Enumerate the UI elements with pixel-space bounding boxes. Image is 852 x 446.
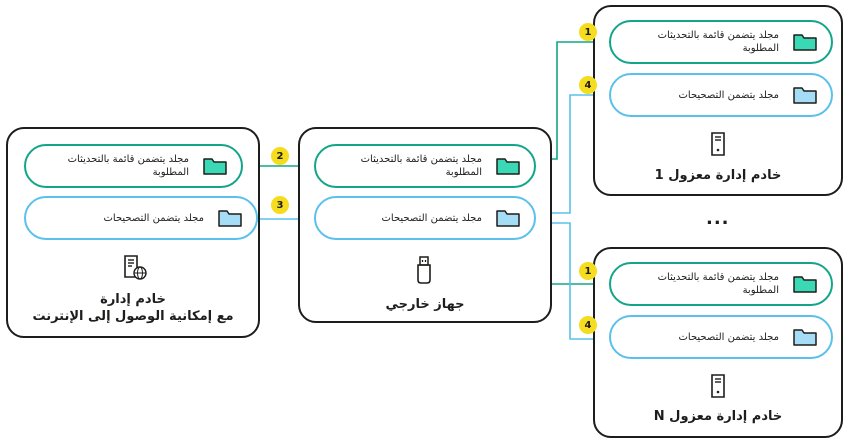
patch-folder-label: مجلد يتضمن التصحيحات xyxy=(678,331,780,343)
update-folder-label: مجلد يتضمن قائمة بالتحديثات المطلوبة xyxy=(657,30,779,54)
server-icon xyxy=(711,132,725,156)
folder-icon xyxy=(218,210,242,227)
internet-server-patch-folder[interactable]: مجلد يتضمن التصحيحات xyxy=(24,196,258,240)
step-badge-1-server1: 1 xyxy=(579,23,597,41)
external-device-update-folder[interactable]: مجلد يتضمن قائمة بالتحديثات المطلوبة xyxy=(314,144,536,188)
internet-server-update-folder[interactable]: مجلد يتضمن قائمة بالتحديثات المطلوبة xyxy=(24,144,243,188)
isolated-server-n-update-folder[interactable]: مجلد يتضمن قائمة بالتحديثات المطلوبة xyxy=(609,262,833,306)
patch-folder-label: مجلد يتضمن التصحيحات xyxy=(103,212,205,224)
folder-icon xyxy=(496,158,520,175)
update-folder-label: مجلد يتضمن قائمة بالتحديثات المطلوبة xyxy=(67,154,189,178)
folder-icon xyxy=(203,158,227,175)
step-badge-1-servern: 1 xyxy=(579,262,597,280)
isolated-server-1-title: خادم إدارة معزول 1 xyxy=(654,168,782,183)
step-badge-4-server1: 4 xyxy=(579,76,597,94)
patch-folder-label: مجلد يتضمن التصحيحات xyxy=(678,89,780,101)
internet-server-title-line1: خادم إدارة xyxy=(100,292,166,307)
step-badge-2: 2 xyxy=(271,147,289,165)
step-badge-3: 3 xyxy=(271,196,289,214)
isolated-server-n-title: خادم إدارة معزول N xyxy=(653,409,783,424)
server-globe-icon xyxy=(124,255,147,280)
folder-icon xyxy=(496,210,520,227)
update-folder-label: مجلد يتضمن قائمة بالتحديثات المطلوبة xyxy=(360,154,482,178)
step-badge-4-servern: 4 xyxy=(579,316,597,334)
patch-folder-label: مجلد يتضمن التصحيحات xyxy=(381,212,483,224)
update-folder-label: مجلد يتضمن قائمة بالتحديثات المطلوبة xyxy=(657,272,779,296)
external-device-title: جهاز خارجي xyxy=(385,297,465,312)
arrow-step-4-server1 xyxy=(538,91,609,214)
internet-server-title: خادم إدارة مع إمكانية الوصول إلى الإنترن… xyxy=(6,291,260,325)
arrow-step-4-servern xyxy=(538,222,609,343)
ellipsis: ... xyxy=(706,208,730,229)
folder-icon xyxy=(793,329,817,346)
folder-icon xyxy=(793,276,817,293)
isolated-server-1-update-folder[interactable]: مجلد يتضمن قائمة بالتحديثات المطلوبة xyxy=(609,20,833,64)
folder-icon xyxy=(793,34,817,51)
isolated-server-n-patch-folder[interactable]: مجلد يتضمن التصحيحات xyxy=(609,315,833,359)
internet-server-title-line2: مع إمكانية الوصول إلى الإنترنت xyxy=(32,309,234,324)
usb-drive-icon xyxy=(417,256,431,284)
folder-icon xyxy=(793,87,817,104)
isolated-server-1-patch-folder[interactable]: مجلد يتضمن التصحيحات xyxy=(609,73,833,117)
server-icon xyxy=(711,374,725,398)
external-device-patch-folder[interactable]: مجلد يتضمن التصحيحات xyxy=(314,196,536,240)
